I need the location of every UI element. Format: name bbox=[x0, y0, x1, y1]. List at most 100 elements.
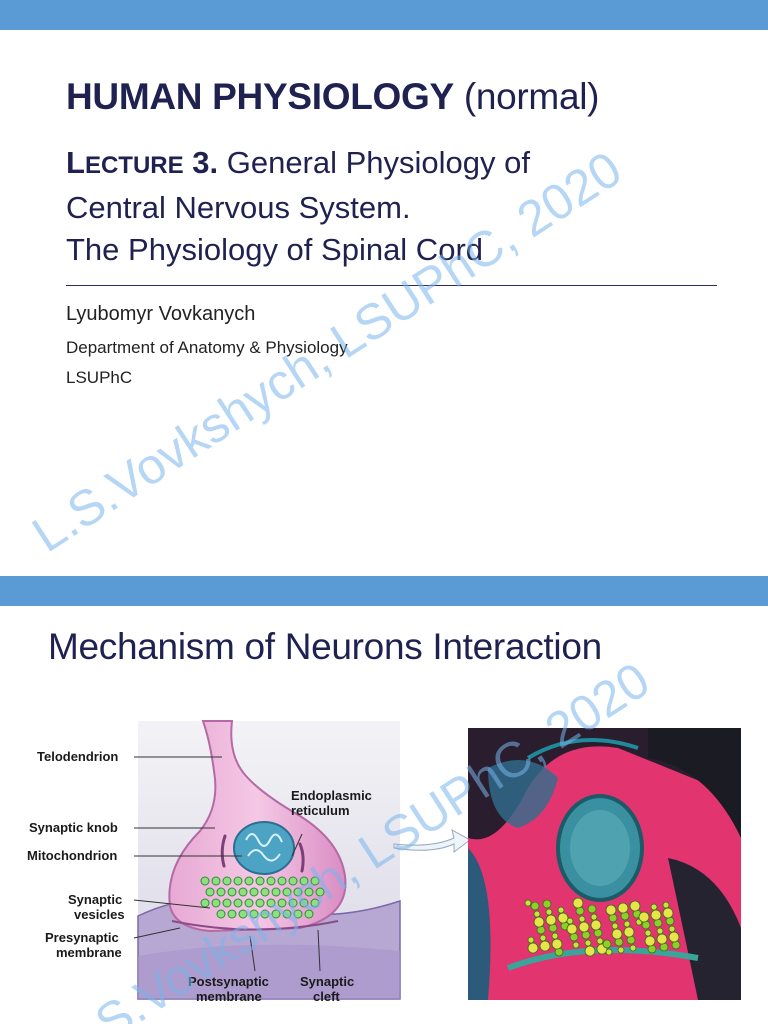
micrograph-vesicle bbox=[611, 928, 623, 940]
micrograph-vesicle bbox=[602, 939, 612, 949]
micrograph-vesicle bbox=[524, 899, 532, 907]
micrograph-vesicle bbox=[611, 922, 619, 930]
vesicle bbox=[293, 887, 303, 897]
vesicle bbox=[299, 876, 309, 886]
micrograph-vesicle bbox=[545, 914, 557, 926]
micrograph-vesicle bbox=[584, 945, 596, 957]
micrograph-vesicle bbox=[533, 916, 545, 928]
micrograph-vesicle bbox=[605, 948, 613, 956]
vesicle bbox=[260, 887, 270, 897]
vesicle bbox=[233, 898, 243, 908]
top-accent-bar bbox=[0, 0, 768, 30]
vesicle bbox=[266, 876, 276, 886]
micrograph-vesicle bbox=[596, 937, 604, 945]
micrograph-vesicle bbox=[539, 934, 547, 942]
vesicle bbox=[216, 909, 226, 919]
micrograph-vesicle bbox=[623, 926, 635, 938]
top-accent-bar bbox=[0, 576, 768, 606]
arrow-icon bbox=[393, 829, 471, 853]
course-title: HUMAN PHYSIOLOGY (normal) bbox=[66, 76, 599, 118]
micrograph-vesicle bbox=[590, 919, 602, 931]
label-postsynaptic-2: membrane bbox=[196, 989, 262, 1004]
vesicle bbox=[271, 909, 281, 919]
vesicle bbox=[310, 898, 320, 908]
vesicle bbox=[244, 876, 254, 886]
vesicle bbox=[282, 909, 292, 919]
lecture-line-3: The Physiology of Spinal Cord bbox=[66, 232, 484, 267]
micrograph-vesicle bbox=[638, 911, 650, 923]
vesicle bbox=[304, 909, 314, 919]
micrograph-vesicle bbox=[533, 910, 541, 918]
micrograph-vesicle bbox=[539, 940, 551, 952]
micrograph-vesicle bbox=[551, 932, 559, 940]
micrograph-vesicle bbox=[644, 935, 656, 947]
micrograph-vesicle bbox=[530, 901, 540, 911]
electron-micrograph bbox=[468, 728, 741, 1000]
lecture-line-2: Central Nervous System. bbox=[66, 190, 411, 225]
slide-title: Mechanism of Neurons Interaction bbox=[48, 626, 602, 667]
title-divider bbox=[66, 285, 717, 286]
vesicle bbox=[200, 898, 210, 908]
micrograph-vesicle bbox=[662, 901, 670, 909]
label-telodendrion: Telodendrion bbox=[37, 749, 118, 764]
vesicle bbox=[315, 887, 325, 897]
mitochondrion-shape bbox=[233, 821, 295, 875]
vesicle bbox=[211, 876, 221, 886]
vesicle bbox=[205, 887, 215, 897]
label-synaptic-vesicles-1: Synaptic bbox=[68, 892, 122, 907]
micrograph-vesicle bbox=[662, 907, 674, 919]
vesicle bbox=[238, 909, 248, 919]
vesicle bbox=[310, 876, 320, 886]
micrograph-vesicle bbox=[629, 900, 641, 912]
micrograph-vesicle bbox=[656, 927, 664, 935]
micrograph-vesicle bbox=[572, 941, 580, 949]
vesicle bbox=[222, 876, 232, 886]
course-title-rest: (normal) bbox=[463, 76, 600, 117]
label-mitochondrion: Mitochondrion bbox=[27, 848, 117, 863]
vesicle bbox=[249, 887, 259, 897]
micrograph-vesicle bbox=[557, 912, 569, 924]
micrograph-vesicle bbox=[590, 913, 598, 921]
vesicle bbox=[216, 887, 226, 897]
course-title-bold: HUMAN PHYSIOLOGY bbox=[66, 76, 454, 117]
micrograph-vesicle bbox=[584, 939, 592, 947]
vesicle bbox=[255, 876, 265, 886]
vesicle bbox=[211, 898, 221, 908]
title-slide: HUMAN PHYSIOLOGY (normal) LECTURE 3. Gen… bbox=[0, 0, 768, 563]
label-postsynaptic-1: Postsynaptic bbox=[188, 974, 269, 989]
micrograph-vesicle bbox=[650, 903, 658, 911]
vesicle bbox=[293, 909, 303, 919]
vesicle bbox=[260, 909, 270, 919]
department: Department of Anatomy & Physiology bbox=[66, 338, 348, 357]
micrograph-vesicle bbox=[617, 902, 629, 914]
micrograph-vesicle bbox=[617, 946, 625, 954]
label-presynaptic-1: Presynaptic bbox=[45, 930, 119, 945]
vesicle bbox=[227, 909, 237, 919]
vesicle bbox=[277, 898, 287, 908]
vesicle bbox=[304, 887, 314, 897]
vesicle bbox=[233, 876, 243, 886]
micrograph-vesicle bbox=[623, 920, 631, 928]
label-synaptic-cleft-2: cleft bbox=[313, 989, 340, 1004]
micrograph-vesicle bbox=[605, 904, 617, 916]
label-synaptic-cleft-1: Synaptic bbox=[300, 974, 354, 989]
vesicle bbox=[227, 887, 237, 897]
micrograph-vesicle bbox=[527, 936, 535, 944]
vesicle bbox=[277, 876, 287, 886]
vesicle bbox=[255, 898, 265, 908]
vesicle bbox=[200, 876, 210, 886]
label-presynaptic-2: membrane bbox=[56, 945, 122, 960]
micrograph-vesicle bbox=[578, 921, 590, 933]
micrograph-vesicle bbox=[551, 938, 563, 950]
micrograph-vesicle bbox=[527, 942, 539, 954]
vesicle bbox=[299, 898, 309, 908]
micrograph-vesicle bbox=[545, 908, 553, 916]
synaptic-vesicles bbox=[200, 876, 325, 919]
vesicle bbox=[288, 898, 298, 908]
label-endoplasmic-1: Endoplasmic bbox=[291, 788, 372, 803]
label-synaptic-vesicles-2: vesicles bbox=[74, 907, 125, 922]
author-name: Lyubomyr Vovkanych bbox=[66, 303, 256, 325]
vesicle bbox=[249, 909, 259, 919]
micrograph-vesicle bbox=[668, 925, 676, 933]
vesicle bbox=[244, 898, 254, 908]
